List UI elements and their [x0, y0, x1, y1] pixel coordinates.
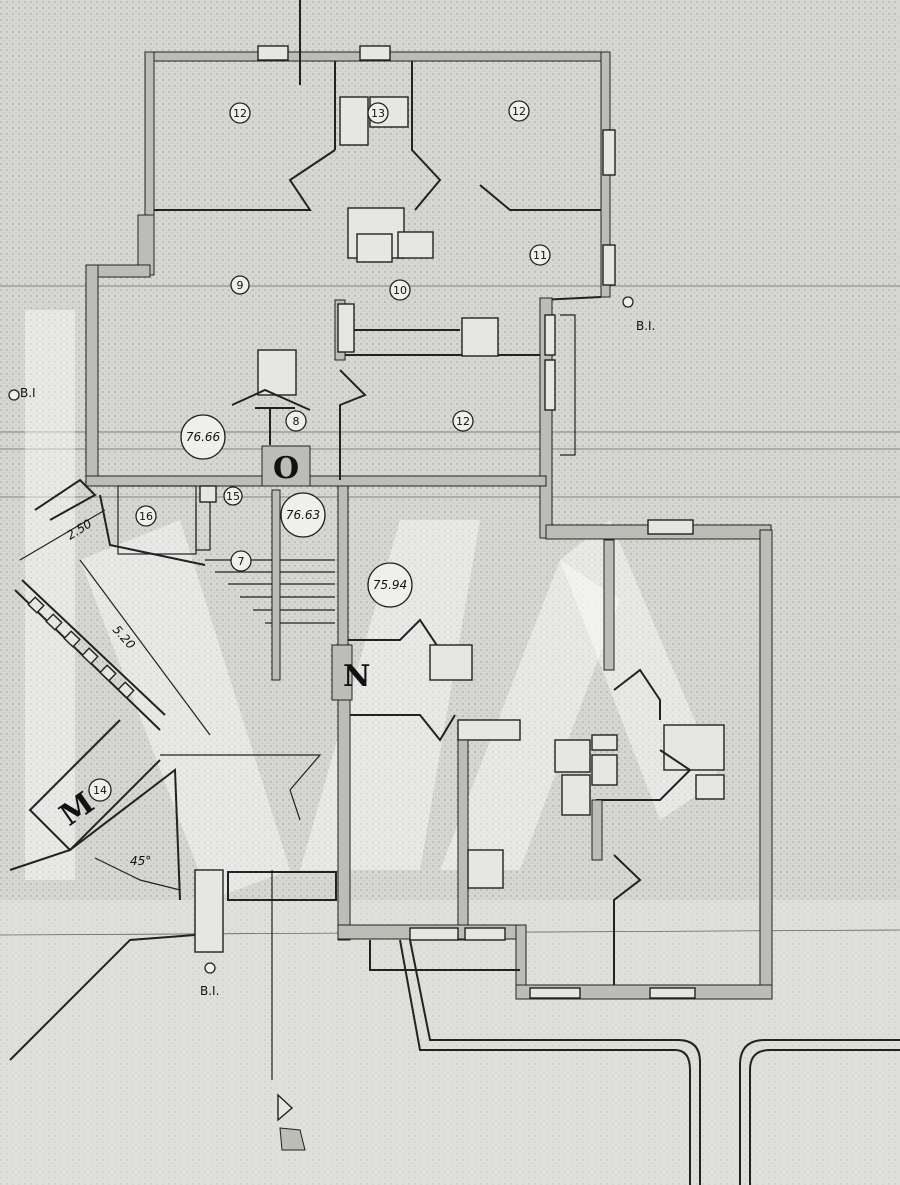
- room-tag: 14: [88, 778, 112, 802]
- svg-text:16: 16: [139, 510, 153, 523]
- elevation-markers: 76.66 76.63 75.94: [180, 414, 413, 608]
- bi-marker-label: B.I.: [636, 319, 655, 333]
- room-tag: 8: [285, 410, 307, 432]
- svg-text:12: 12: [456, 415, 470, 428]
- room-tag: 12: [508, 100, 530, 122]
- svg-text:10: 10: [393, 284, 407, 297]
- room-tag: 11: [529, 244, 551, 266]
- section-letter-o: O: [273, 451, 299, 486]
- room-tag: 12: [452, 410, 474, 432]
- room-tag: 10: [389, 279, 411, 301]
- road-curbs: [399, 939, 900, 1185]
- scan-lines: [0, 285, 900, 936]
- elevation-marker: 75.94: [367, 562, 413, 608]
- building-walls-upper: [85, 45, 616, 539]
- building-walls-lower: [331, 485, 773, 1000]
- angle-label: 45°: [130, 854, 151, 868]
- bi-marker-label: B.I: [20, 386, 36, 400]
- room-tag: 16: [135, 505, 157, 527]
- svg-text:12: 12: [233, 107, 247, 120]
- elevation-marker: 76.63: [280, 492, 326, 538]
- svg-text:8: 8: [293, 415, 300, 428]
- svg-text:15: 15: [226, 490, 240, 503]
- facade-panels: [27, 596, 135, 699]
- svg-text:11: 11: [533, 249, 547, 262]
- svg-text:75.94: 75.94: [373, 578, 407, 592]
- section-letter-n: N: [343, 659, 370, 694]
- svg-text:76.63: 76.63: [286, 508, 320, 522]
- room-tag: 12: [229, 102, 251, 124]
- stair-and-wing: [9, 0, 337, 1151]
- svg-text:13: 13: [371, 107, 385, 120]
- room-tag: 7: [230, 550, 252, 572]
- svg-text:12: 12: [512, 105, 526, 118]
- svg-text:14: 14: [93, 784, 107, 797]
- elevation-marker: 76.66: [180, 414, 226, 460]
- bi-markers: B.I. B.I B.I.: [8, 296, 655, 998]
- room-tag: 15: [223, 486, 243, 506]
- room-tag: 13: [367, 102, 389, 124]
- svg-text:9: 9: [237, 279, 244, 292]
- room-tag: 9: [230, 275, 250, 295]
- room-tags: 12 13 12 11 9 10 8 12 16 15 7 14: [88, 100, 551, 802]
- svg-text:76.66: 76.66: [186, 430, 221, 444]
- svg-text:7: 7: [238, 555, 245, 568]
- bi-marker-label: B.I.: [200, 984, 219, 998]
